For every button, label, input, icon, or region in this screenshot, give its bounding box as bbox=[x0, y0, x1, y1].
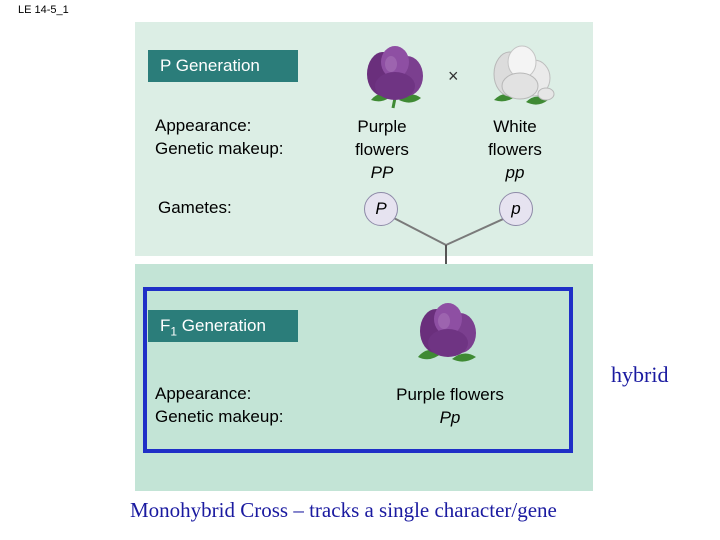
p-appearance-label: Appearance: bbox=[155, 116, 252, 135]
white-flower-icon bbox=[493, 45, 555, 105]
f1-purple-flower-icon bbox=[418, 303, 476, 362]
purple-flower-icon bbox=[367, 46, 423, 109]
f1-genotype: Pp bbox=[439, 408, 461, 427]
parent1-genotype: PP bbox=[370, 163, 394, 182]
parent2-phenotype-line1: White bbox=[493, 117, 537, 136]
f1-genetic-makeup-label: Genetic makeup: bbox=[155, 407, 284, 426]
f1-label-rest: Generation bbox=[177, 316, 266, 335]
f1-generation-panel bbox=[135, 264, 593, 491]
f1-appearance-label: Appearance: bbox=[155, 384, 252, 403]
f1-generation-label: F1 Generation bbox=[148, 310, 298, 342]
f1-label-subscript: 1 bbox=[170, 324, 178, 339]
parent2-phenotype-line2: flowers bbox=[488, 140, 542, 159]
gametes-label: Gametes: bbox=[158, 198, 232, 217]
hybrid-note: hybrid bbox=[611, 362, 669, 387]
caption: Monohybrid Cross – tracks a single chara… bbox=[130, 498, 557, 522]
f1-label-main: F bbox=[160, 316, 171, 335]
p-generation-label: P Generation bbox=[148, 50, 298, 82]
parent1-phenotype-line1: Purple bbox=[357, 117, 407, 136]
p-genetic-makeup-label: Genetic makeup: bbox=[155, 139, 284, 158]
slide-tag: LE 14-5_1 bbox=[18, 4, 69, 16]
parent1-phenotype-line2: flowers bbox=[355, 140, 409, 159]
cross-symbol: × bbox=[448, 66, 459, 86]
gamete-circle-recessive: p bbox=[499, 192, 533, 226]
parent2-genotype: pp bbox=[505, 163, 525, 182]
f1-highlight-box bbox=[143, 287, 573, 453]
gamete-circle-dominant: P bbox=[364, 192, 398, 226]
f1-phenotype: Purple flowers bbox=[396, 385, 504, 404]
